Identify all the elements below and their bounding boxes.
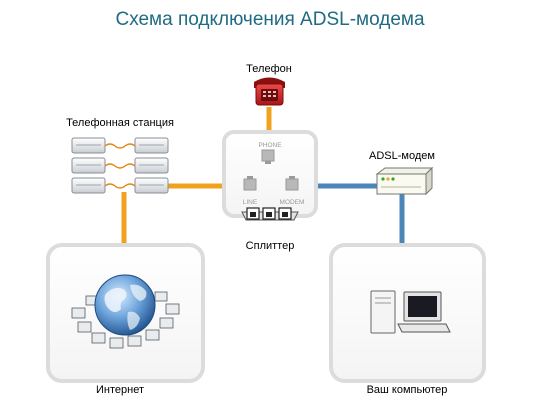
diagram-title: Схема подключения ADSL-модема [115, 9, 425, 30]
line-port-icon [243, 176, 257, 191]
splitter-label: Сплиттер [245, 240, 295, 252]
modem-port-icon [285, 176, 299, 191]
phone-port-icon [261, 149, 275, 164]
computer-icon [370, 290, 451, 334]
exchange-label: Телефонная станция [66, 117, 174, 129]
splitter-connector-icon [241, 207, 299, 221]
modem-label: ADSL-модем [369, 150, 435, 162]
splitter-port-label-modem: MODEM [280, 199, 305, 206]
computer-label: Ваш компьютер [366, 384, 448, 396]
splitter-port-label-phone: PHONE [258, 142, 282, 149]
telephone-icon [254, 77, 285, 106]
telephone-exchange-icon [71, 137, 169, 194]
adsl-modem-icon [375, 166, 434, 196]
splitter-panel: PHONE LINE MODEM [222, 130, 318, 218]
splitter-port-label-line: LINE [243, 199, 258, 206]
internet-globe-icon [71, 274, 180, 349]
phone-label: Телефон [246, 63, 292, 75]
internet-label: Интернет [96, 384, 144, 396]
